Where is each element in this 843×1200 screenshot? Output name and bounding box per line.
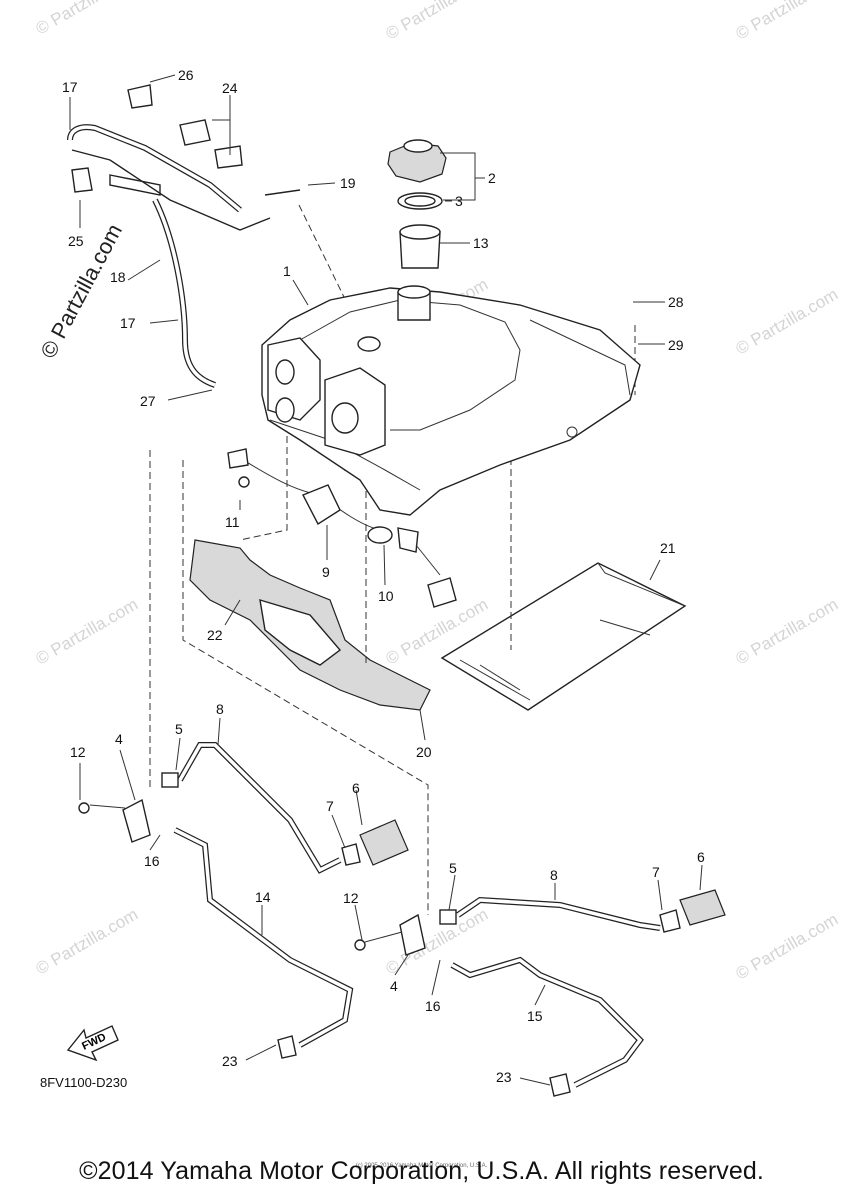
- callout-9: 9: [322, 564, 330, 580]
- callout-5: 5: [175, 721, 183, 737]
- watermark: © Partzilla.com: [383, 0, 492, 43]
- callout-17b: 17: [120, 315, 136, 331]
- forward-arrow-icon: FWD: [66, 1025, 119, 1062]
- fine-print: (c) 2005-2016 Yamaha Motor Corporation, …: [355, 1163, 488, 1169]
- guide-line: [182, 460, 429, 915]
- callout-19: 19: [340, 175, 356, 191]
- callout-13: 13: [473, 235, 489, 251]
- callout-17: 17: [62, 79, 78, 95]
- fuel-tank: [261, 287, 641, 516]
- callout-3: 3: [455, 193, 463, 209]
- callout-1: 1: [283, 263, 291, 279]
- callout-12b: 12: [343, 890, 359, 906]
- callout-2: 2: [488, 170, 496, 186]
- drawing-code: 8FV1100-D230: [40, 1075, 128, 1090]
- callout-4b: 4: [390, 978, 398, 994]
- callout-26: 26: [178, 67, 194, 83]
- watermark: © Partzilla.com: [383, 905, 492, 979]
- callout-28: 28: [668, 294, 684, 310]
- watermark: © Partzilla.com: [33, 595, 142, 669]
- watermark: © Partzilla.com: [33, 905, 142, 979]
- callout-5b: 5: [449, 860, 457, 876]
- callout-29: 29: [668, 337, 684, 353]
- callout-labels: 1 2 3 13 19 26 24 17 25 18 17 27 28 29 1…: [62, 67, 705, 1085]
- callout-11: 11: [225, 514, 240, 530]
- callout-21: 21: [660, 540, 676, 556]
- callout-4: 4: [115, 731, 123, 747]
- watermark: © Partzilla.com: [33, 0, 142, 38]
- watermark: © Partzilla.com: [733, 285, 842, 359]
- callout-22: 22: [207, 627, 223, 643]
- leader-lines: [69, 74, 703, 1086]
- lower-right-fuel-lines: [354, 889, 726, 1097]
- callout-18: 18: [110, 269, 126, 285]
- callout-20: 20: [416, 744, 432, 760]
- guide-line: [239, 425, 288, 541]
- callout-8: 8: [216, 701, 224, 717]
- watermark: © Partzilla.com: [733, 910, 842, 984]
- copyright-notice: ©2014 Yamaha Motor Corporation, U.S.A. A…: [79, 1157, 764, 1185]
- skid-plate: [440, 562, 687, 711]
- callout-23: 23: [222, 1053, 238, 1069]
- lower-left-fuel-lines: [78, 742, 409, 1059]
- callout-23b: 23: [496, 1069, 512, 1085]
- heat-shield: [189, 539, 431, 711]
- callout-16: 16: [144, 853, 160, 869]
- callout-6b: 6: [697, 849, 705, 865]
- callout-24: 24: [222, 80, 238, 96]
- callout-6: 6: [352, 780, 360, 796]
- callout-25: 25: [68, 233, 84, 249]
- callout-10: 10: [378, 588, 394, 604]
- vent-hoses: [67, 84, 301, 388]
- callout-8b: 8: [550, 867, 558, 883]
- fuel-sender-assembly: [227, 448, 457, 608]
- watermark: © Partzilla.com: [733, 595, 842, 669]
- watermark: © Partzilla.com: [733, 0, 842, 43]
- callout-27: 27: [140, 393, 156, 409]
- filler-cap-assembly: [387, 139, 447, 321]
- callout-14: 14: [255, 889, 271, 905]
- callout-16b: 16: [425, 998, 441, 1014]
- callout-7: 7: [326, 798, 334, 814]
- callout-12: 12: [70, 744, 86, 760]
- callout-15: 15: [527, 1008, 543, 1024]
- callout-7b: 7: [652, 864, 660, 880]
